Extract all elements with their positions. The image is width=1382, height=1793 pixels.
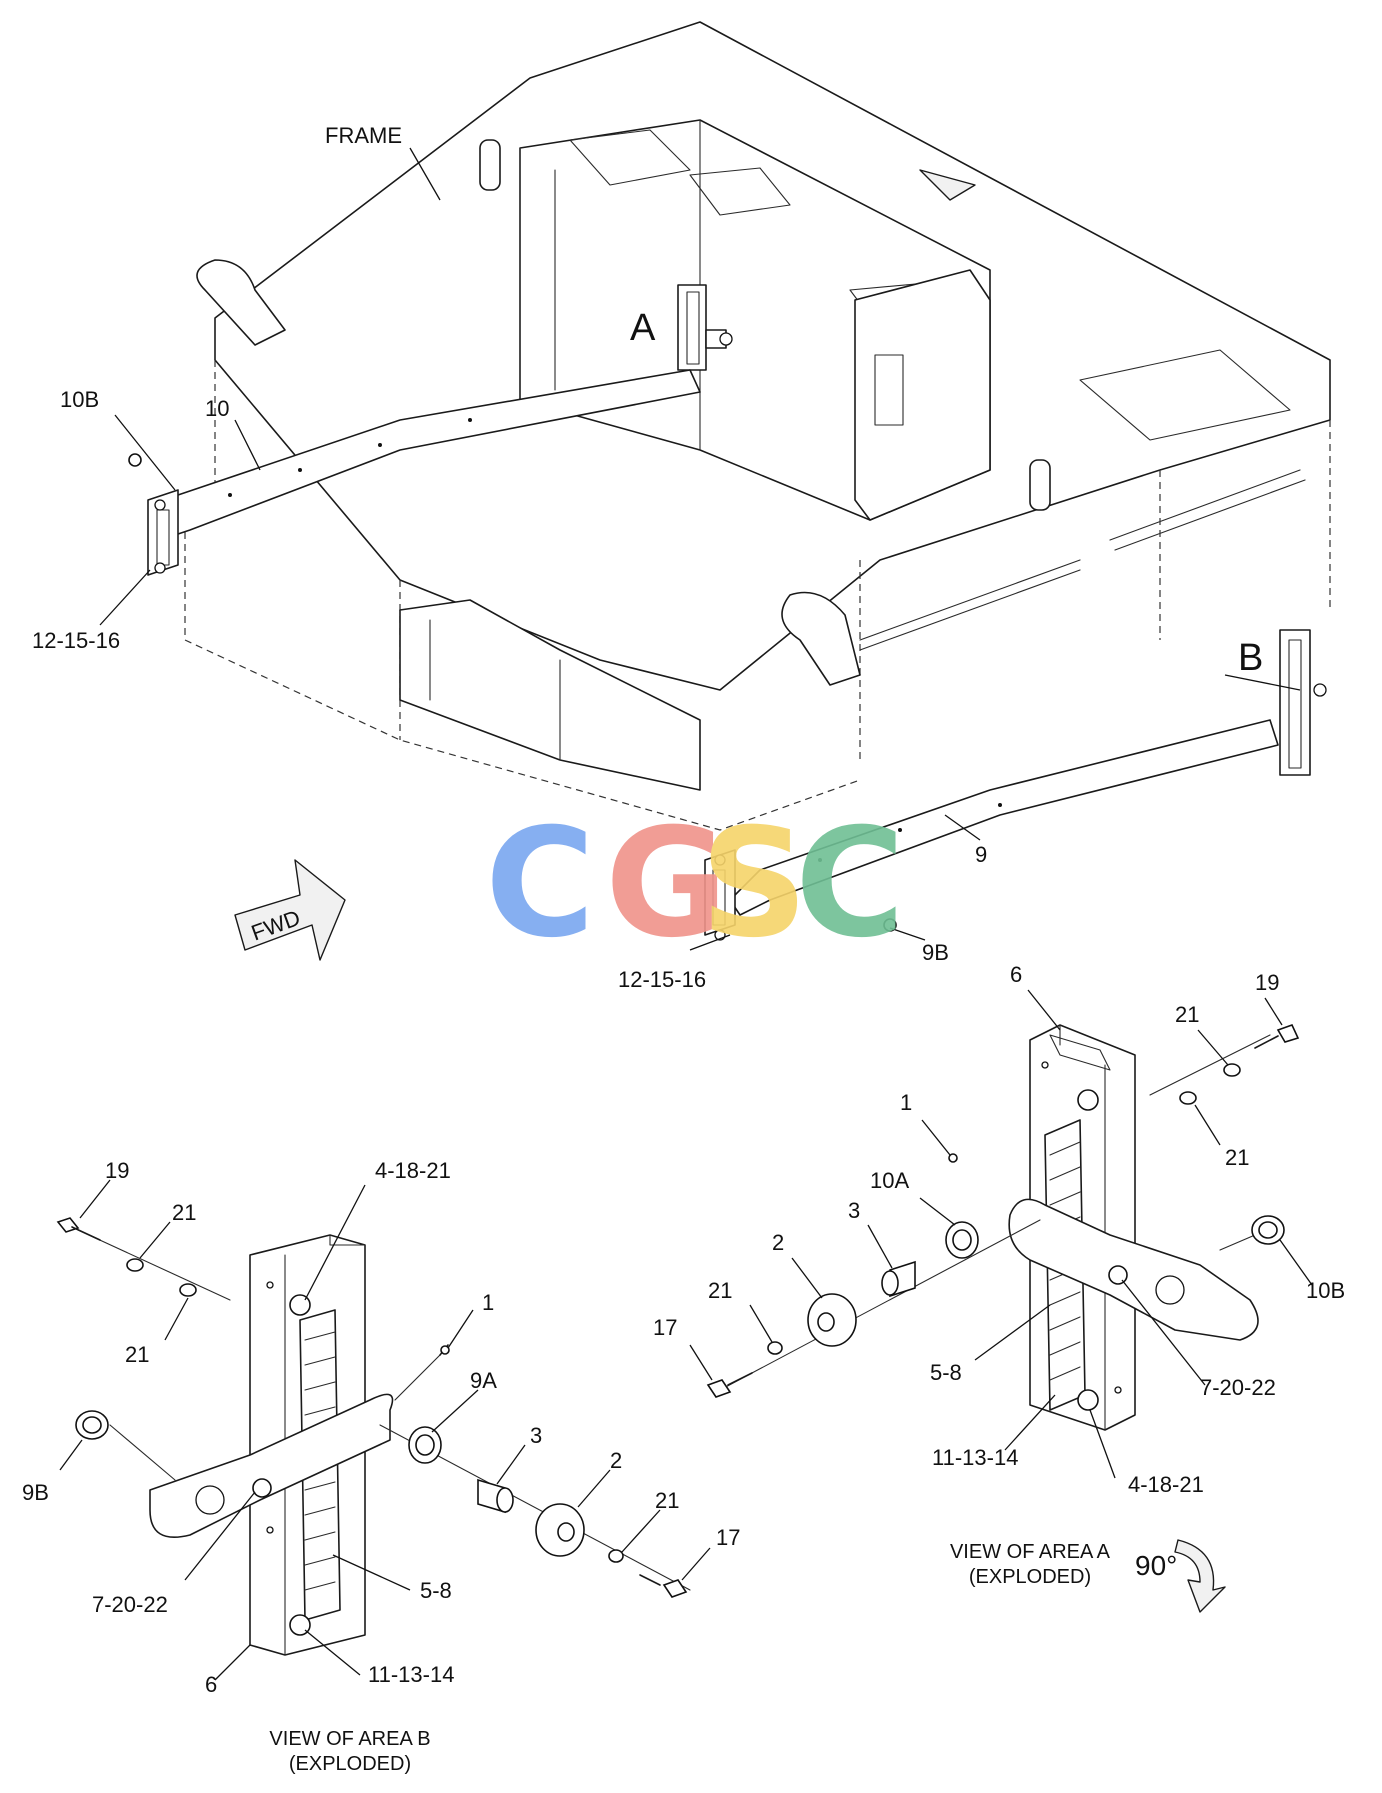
watermark-logo: C G S C — [485, 797, 905, 971]
callout-3-b: 3 — [530, 1423, 542, 1448]
nut-10b — [128, 453, 142, 467]
callout-12-15-16-mid: 12-15-16 — [618, 967, 706, 992]
arm-part-10 — [147, 369, 701, 576]
callout-21a-a: 21 — [1175, 1002, 1199, 1027]
callout-11-13-14-a: 11-13-14 — [932, 1445, 1018, 1470]
callout-10-main: 10 — [205, 396, 229, 421]
mount-bracket-b — [1279, 629, 1327, 776]
forward-arrow-icon — [234, 859, 346, 961]
nut-10b-a — [1251, 1215, 1285, 1245]
nut-9b — [883, 918, 897, 932]
callout-6-a: 6 — [1010, 962, 1022, 987]
watermark-letter-4: C — [795, 797, 905, 971]
area-a-label: A — [630, 307, 656, 349]
callout-7-20-22-b: 7-20-22 — [92, 1592, 168, 1617]
callout-2-b: 2 — [610, 1448, 622, 1473]
callout-4-18-21-b: 4-18-21 — [375, 1158, 451, 1183]
callout-21b-a: 21 — [1225, 1145, 1249, 1170]
frame-label: FRAME — [325, 123, 402, 148]
callout-1-b: 1 — [482, 1290, 494, 1315]
area-b-label: B — [1238, 637, 1263, 679]
callout-10b-a: 10B — [1306, 1278, 1345, 1303]
callout-21c-a: 21 — [708, 1278, 732, 1303]
rotate-label: 90° — [1135, 1550, 1177, 1581]
callout-7-20-22-a: 7-20-22 — [1200, 1375, 1276, 1400]
callout-19-a: 19 — [1255, 970, 1279, 995]
callout-5-8-b: 5-8 — [420, 1578, 452, 1603]
rotate-90-icon — [1174, 1539, 1226, 1613]
caption-view-b-line1: VIEW OF AREA B — [269, 1728, 430, 1750]
view-area-a: 6 19 21 21 1 10A 3 2 21 17 10B 7-20-22 5… — [653, 962, 1345, 1613]
callout-5-8-a: 5-8 — [930, 1360, 962, 1385]
caption-view-a-line2: (EXPLODED) — [969, 1566, 1091, 1588]
arm-part-9 — [704, 719, 1279, 941]
callout-11-13-14-b: 11-13-14 — [368, 1662, 454, 1687]
callout-12-15-16-left: 12-15-16 — [32, 628, 120, 653]
callout-4-18-21-a: 4-18-21 — [1128, 1472, 1204, 1497]
callout-10b-main: 10B — [60, 387, 99, 412]
callout-17-b: 17 — [716, 1525, 740, 1550]
callout-9b-b: 9B — [22, 1480, 49, 1505]
callout-6-b: 6 — [205, 1672, 217, 1697]
callout-1-a: 1 — [900, 1090, 912, 1115]
nut-9b-b — [75, 1410, 109, 1440]
callout-9a-b: 9A — [470, 1368, 497, 1393]
callout-17-a: 17 — [653, 1315, 677, 1340]
callout-21b-b: 21 — [125, 1342, 149, 1367]
callout-21a-b: 21 — [172, 1200, 196, 1225]
caption-view-b-line2: (EXPLODED) — [289, 1753, 411, 1775]
callout-3-a: 3 — [848, 1198, 860, 1223]
caption-view-a-line1: VIEW OF AREA A — [950, 1541, 1111, 1563]
view-area-b: 19 21 21 4-18-21 1 9A 3 2 21 17 9B 7-20-… — [22, 1158, 740, 1775]
watermark-letter-1: C — [485, 797, 595, 971]
frame-assembly — [184, 21, 1331, 831]
callout-9-main: 9 — [975, 842, 987, 867]
callout-21c-b: 21 — [655, 1488, 679, 1513]
callout-10a-a: 10A — [870, 1168, 909, 1193]
callout-9b-main: 9B — [922, 940, 949, 965]
mount-bracket-a — [677, 284, 733, 371]
watermark-letter-2: G — [605, 797, 728, 971]
callout-19-b: 19 — [105, 1158, 129, 1183]
watermark-letter-3: S — [700, 797, 808, 971]
callout-2-a: 2 — [772, 1230, 784, 1255]
